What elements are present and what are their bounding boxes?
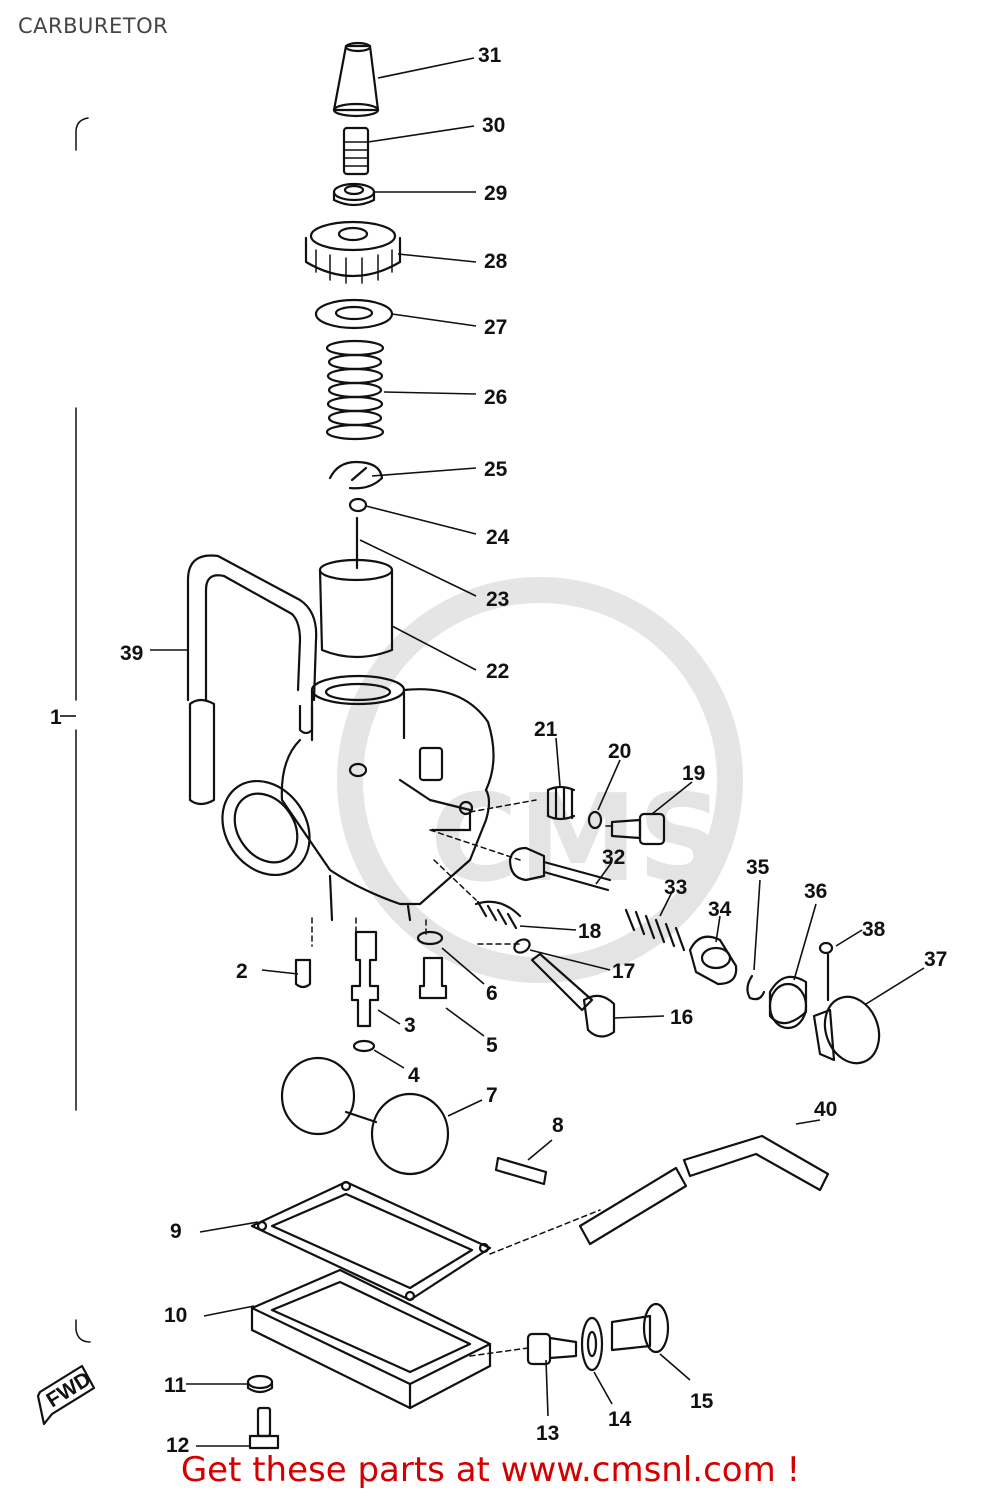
label-28: 28 [484, 250, 508, 273]
label-19: 19 [682, 762, 705, 785]
part-36-plunger-cover [768, 975, 808, 1030]
part-34-plunger-cap [688, 935, 738, 986]
label-14: 14 [608, 1408, 632, 1431]
part-3-needle-jet [350, 930, 380, 1028]
part-31-cable-cap [332, 41, 380, 118]
part-13-drain-bolt [526, 1332, 578, 1366]
part-38-cotter-pin [818, 941, 834, 1002]
part-8-float-pin [494, 1156, 548, 1186]
part-12-screw [248, 1406, 280, 1450]
label-20: 20 [608, 740, 631, 763]
connector-lines [311, 799, 613, 1357]
watermark-logo: CMS [337, 577, 743, 983]
label-36: 36 [804, 880, 827, 903]
part-37-starter-knob [812, 995, 881, 1065]
part-35-circlip [746, 974, 766, 1001]
label-8: 8 [552, 1114, 564, 1137]
label-17: 17 [612, 960, 635, 983]
label-31: 31 [478, 44, 502, 67]
label-5: 5 [486, 1034, 498, 1057]
part-18-throttle-stop-spring [474, 900, 522, 930]
part-15-needle-valve-seat [610, 1302, 670, 1354]
label-26: 26 [484, 386, 507, 409]
label-25: 25 [484, 458, 508, 481]
label-21: 21 [534, 718, 558, 741]
part-6-washer [416, 930, 444, 946]
label-35: 35 [746, 856, 770, 879]
part-25-needle-clip-plate [328, 460, 384, 490]
assembly-bracket [60, 117, 91, 1343]
label-24: 24 [486, 526, 510, 549]
label-12: 12 [166, 1434, 189, 1457]
label-10: 10 [164, 1304, 187, 1327]
part-40-overflow-pipe [578, 1134, 830, 1246]
label-3: 3 [404, 1014, 416, 1037]
label-30: 30 [482, 114, 505, 137]
part-27-gasket [314, 298, 394, 330]
part-29-locknut [332, 182, 376, 207]
label-34: 34 [708, 898, 732, 921]
part-labels: 1 31 30 29 28 27 26 25 24 23 22 39 21 20… [50, 44, 947, 1457]
label-39: 39 [120, 642, 143, 665]
part-5-main-jet [418, 956, 448, 1000]
label-4: 4 [408, 1064, 420, 1087]
part-30-cable-adjuster [342, 126, 370, 176]
label-23: 23 [486, 588, 509, 611]
part-7-float [280, 1056, 450, 1176]
part-16-throttle-stop-screw [530, 952, 616, 1038]
label-2: 2 [236, 960, 248, 983]
footer-banner[interactable]: Get these parts at www.cmsnl.com ! [180, 1450, 801, 1490]
part-14-gasket [580, 1316, 604, 1372]
part-10-float-chamber [250, 1268, 492, 1410]
part-20-o-ring [587, 810, 603, 830]
label-27: 27 [484, 316, 507, 339]
label-18: 18 [578, 920, 602, 943]
label-38: 38 [862, 918, 886, 941]
part-32-starter-plunger [508, 846, 612, 892]
part-9-float-chamber-gasket [250, 1180, 492, 1302]
page-title: CARBURETOR [18, 14, 169, 38]
fwd-arrow: FWD [36, 1364, 95, 1426]
leader-lines [150, 57, 925, 1447]
part-28-mixing-chamber-top [304, 220, 402, 284]
label-33: 33 [664, 876, 687, 899]
label-13: 13 [536, 1422, 559, 1445]
label-7: 7 [486, 1084, 498, 1107]
label-6: 6 [486, 982, 498, 1005]
assembly-label: 1 [50, 706, 62, 729]
label-29: 29 [484, 182, 507, 205]
label-32: 32 [602, 846, 625, 869]
label-22: 22 [486, 660, 509, 683]
label-11: 11 [164, 1374, 187, 1397]
part-21-pilot-screw-spring [546, 785, 576, 821]
part-11-washer [246, 1374, 274, 1394]
label-40: 40 [814, 1098, 837, 1121]
label-15: 15 [690, 1390, 714, 1413]
label-9: 9 [170, 1220, 182, 1243]
part-33-plunger-spring [624, 908, 686, 952]
part-26-throttle-spring [325, 339, 385, 441]
carburetor-body [221, 674, 495, 922]
part-2-pilot-jet [294, 958, 312, 989]
part-4-washer [352, 1039, 376, 1053]
label-16: 16 [670, 1006, 693, 1029]
part-39-air-vent-pipe [186, 554, 318, 806]
label-37: 37 [924, 948, 947, 971]
part-24-needle-clip [348, 497, 368, 513]
part-22-throttle-valve [318, 558, 394, 659]
part-17-o-ring [513, 938, 531, 954]
